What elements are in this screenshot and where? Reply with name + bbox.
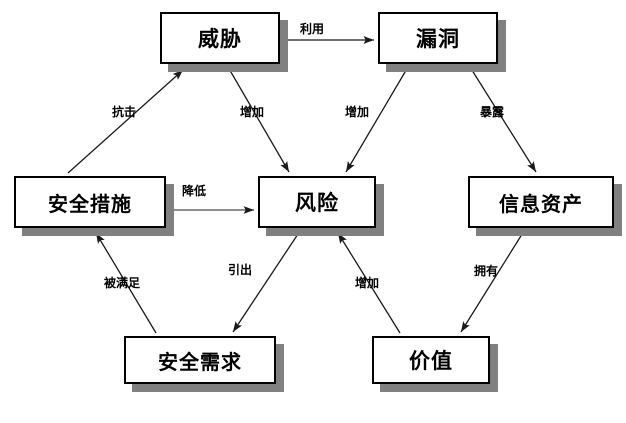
node-risk-label: 风险 bbox=[295, 191, 339, 215]
node-vulnerability[interactable]: 漏洞 bbox=[378, 12, 498, 64]
edge-vulnerability-exposes-asset bbox=[469, 66, 537, 173]
edge-requirement-satisfied-by-safeguard bbox=[95, 232, 157, 334]
node-threat[interactable]: 威胁 bbox=[160, 12, 280, 64]
edge-label-threat-exploits-vulnerability: 利用 bbox=[300, 22, 325, 36]
node-asset[interactable]: 信息资产 bbox=[468, 176, 614, 228]
edge-value-increases-risk bbox=[337, 232, 401, 334]
edge-label-value-increases-risk: 增加 bbox=[355, 276, 380, 290]
edge-label-risk-derives-requirement: 引出 bbox=[228, 263, 253, 277]
node-risk[interactable]: 风险 bbox=[258, 176, 376, 228]
edge-label-safeguard-reduces-risk: 降低 bbox=[182, 184, 207, 198]
node-safeguard[interactable]: 安全措施 bbox=[14, 176, 166, 228]
edge-safeguard-counters-threat bbox=[67, 69, 184, 174]
edge-risk-derives-requirement bbox=[232, 230, 301, 333]
node-threat-label: 威胁 bbox=[198, 27, 242, 51]
edge-threat-increases-risk bbox=[227, 66, 290, 173]
node-safeguard-label: 安全措施 bbox=[48, 191, 132, 216]
node-requirement-label: 安全需求 bbox=[158, 349, 242, 374]
edge-label-asset-owns-value: 拥有 bbox=[474, 264, 499, 278]
edge-label-safeguard-counters-threat: 抗击 bbox=[112, 105, 137, 119]
node-requirement[interactable]: 安全需求 bbox=[124, 336, 276, 384]
edge-asset-owns-value bbox=[460, 230, 525, 333]
node-asset-label: 信息资产 bbox=[499, 191, 583, 216]
edge-label-requirement-satisfied-by-safeguard: 被满足 bbox=[104, 276, 141, 290]
node-vulnerability-label: 漏洞 bbox=[416, 27, 460, 51]
edge-label-threat-increases-risk: 增加 bbox=[240, 105, 265, 119]
node-value-label: 价值 bbox=[409, 349, 453, 373]
edge-label-vulnerability-increases-risk: 增加 bbox=[345, 105, 370, 119]
edge-label-vulnerability-exposes-asset: 暴露 bbox=[480, 105, 505, 119]
node-value[interactable]: 价值 bbox=[372, 336, 490, 384]
edge-vulnerability-increases-risk bbox=[345, 66, 409, 173]
